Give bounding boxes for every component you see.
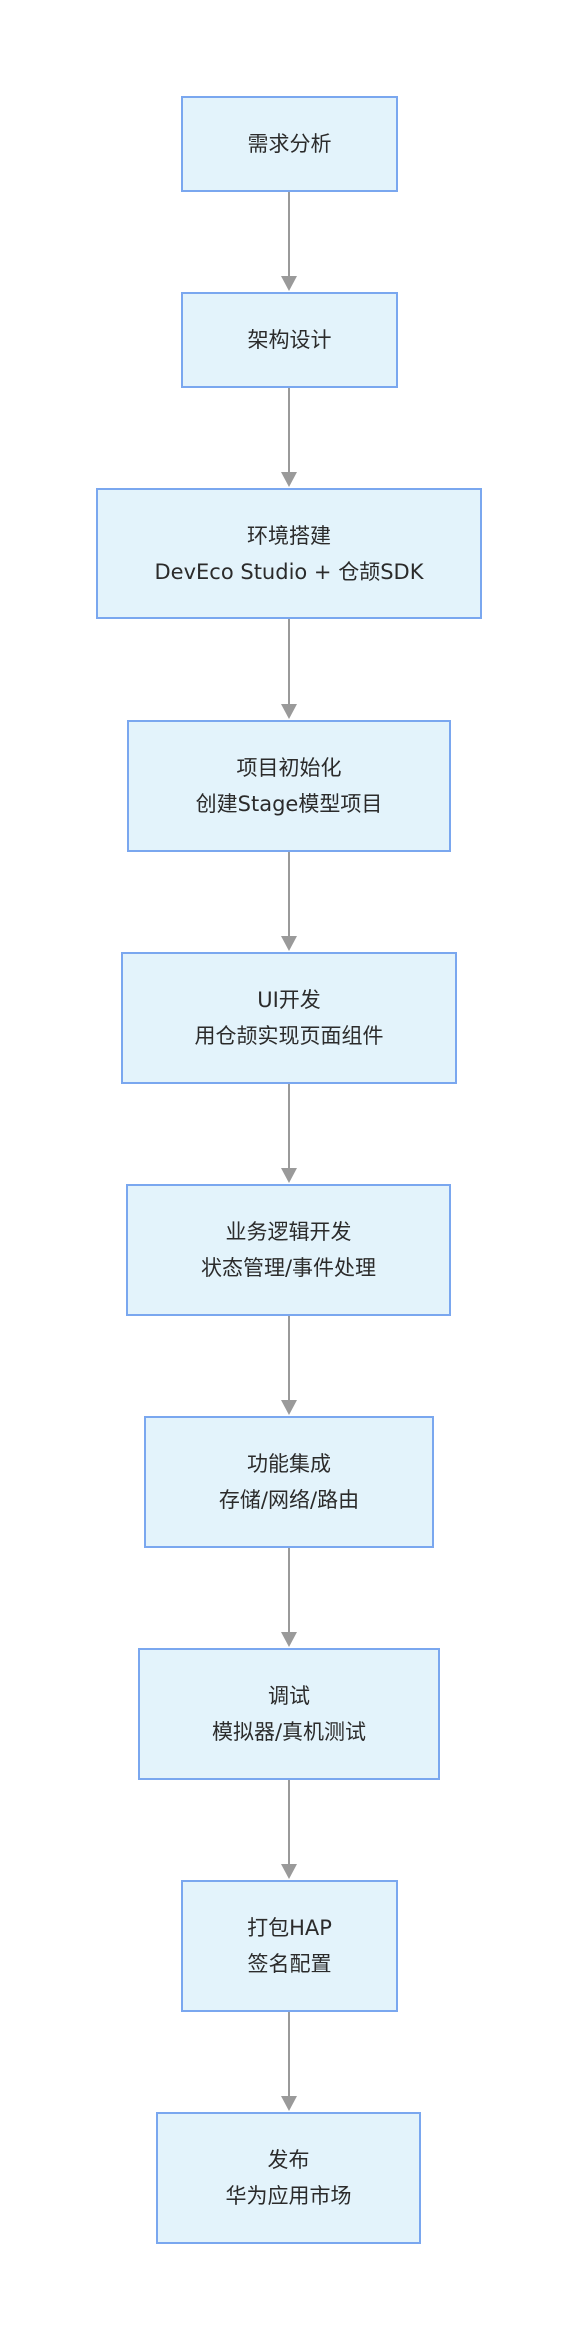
flow-arrowhead-icon bbox=[281, 1632, 297, 1647]
flow-arrowhead-icon bbox=[281, 1400, 297, 1415]
step-detail: 状态管理/事件处理 bbox=[200, 1256, 377, 1280]
step-detail: 签名配置 bbox=[247, 1952, 332, 1976]
step-detail: 存储/网络/路由 bbox=[218, 1488, 360, 1512]
step-feature-integration: 功能集成 存储/网络/路由 bbox=[144, 1416, 434, 1548]
step-detail: 创建Stage模型项目 bbox=[195, 792, 383, 816]
flow-arrow bbox=[281, 2012, 297, 2111]
flow-arrowhead-icon bbox=[281, 1168, 297, 1183]
flow-arrow bbox=[281, 192, 297, 291]
step-title: 发布 bbox=[267, 2148, 310, 2172]
step-project-init: 项目初始化 创建Stage模型项目 bbox=[127, 720, 451, 852]
step-title: 业务逻辑开发 bbox=[225, 1220, 352, 1244]
step-detail: 用仓颉实现页面组件 bbox=[194, 1024, 384, 1048]
step-title: 功能集成 bbox=[247, 1452, 331, 1476]
flow-arrowhead-icon bbox=[281, 704, 297, 719]
flow-arrow bbox=[281, 1780, 297, 1879]
step-architecture-design: 架构设计 bbox=[181, 292, 398, 388]
flow-arrowhead-icon bbox=[281, 1864, 297, 1879]
step-title: 环境搭建 bbox=[247, 523, 331, 548]
flow-arrow bbox=[281, 1084, 297, 1183]
step-title: 需求分析 bbox=[247, 132, 332, 156]
flow-arrowhead-icon bbox=[281, 472, 297, 487]
step-detail: 华为应用市场 bbox=[225, 2184, 352, 2208]
step-title: 调试 bbox=[268, 1684, 310, 1708]
flow-arrow bbox=[281, 619, 297, 719]
flow-arrowhead-icon bbox=[281, 2096, 297, 2111]
flow-arrow bbox=[281, 1548, 297, 1647]
flow-arrow bbox=[281, 852, 297, 951]
step-title: 架构设计 bbox=[247, 328, 332, 352]
flow-arrowhead-icon bbox=[281, 936, 297, 951]
step-package-hap: 打包HAP 签名配置 bbox=[181, 1880, 398, 2012]
step-environment-setup: 环境搭建 DevEco Studio + 仓颉SDK bbox=[96, 488, 482, 619]
step-title: 打包HAP bbox=[247, 1916, 332, 1940]
step-ui-development: UI开发 用仓颉实现页面组件 bbox=[121, 952, 457, 1084]
step-publish: 发布 华为应用市场 bbox=[156, 2112, 421, 2244]
step-debugging: 调试 模拟器/真机测试 bbox=[138, 1648, 440, 1780]
flow-arrow bbox=[281, 1316, 297, 1415]
flow-arrow bbox=[281, 388, 297, 487]
step-business-logic: 业务逻辑开发 状态管理/事件处理 bbox=[126, 1184, 451, 1316]
flow-arrowhead-icon bbox=[281, 276, 297, 291]
step-title: 项目初始化 bbox=[236, 756, 342, 780]
step-detail: 模拟器/真机测试 bbox=[211, 1720, 367, 1744]
step-requirements-analysis: 需求分析 bbox=[181, 96, 398, 192]
step-title: UI开发 bbox=[257, 988, 321, 1012]
step-detail: DevEco Studio + 仓颉SDK bbox=[154, 559, 424, 584]
